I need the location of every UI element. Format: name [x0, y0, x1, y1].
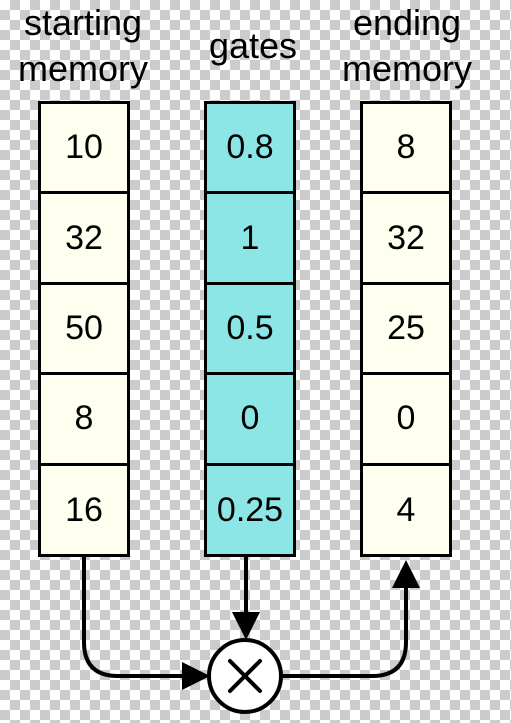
- operator-to-ending-arrow: [281, 588, 408, 678]
- gate-cell: 0.25: [216, 491, 284, 530]
- starting-memory-cell: 50: [41, 285, 127, 376]
- starting-to-operator-arrow: [82, 557, 190, 678]
- starting-arrowhead-icon: [182, 662, 210, 690]
- ending-memory-cell: 25: [363, 285, 449, 376]
- starting-memory-cell: 8: [41, 375, 127, 466]
- ending-arrowhead-icon: [392, 560, 420, 588]
- ending-memory-cell: 4: [396, 491, 416, 530]
- gate-cell: 0.8: [207, 104, 293, 195]
- gates-column: 0.8 1 0.5 0 0.25: [204, 101, 296, 557]
- gate-cell: 0: [207, 375, 293, 466]
- ending-memory-cell: 32: [363, 194, 449, 285]
- starting-memory-column: 10 32 50 8 16: [38, 101, 130, 557]
- ending-memory-cell: 8: [363, 104, 449, 195]
- gates-arrowhead-icon: [232, 612, 260, 640]
- starting-memory-cell: 32: [41, 194, 127, 285]
- gate-cell: 0.5: [207, 285, 293, 376]
- ending-memory-column: 8 32 25 0 4: [360, 101, 452, 557]
- ending-memory-cell: 0: [363, 375, 449, 466]
- multiply-icon: [228, 659, 262, 693]
- ending-memory-title: ending memory: [341, 2, 472, 89]
- starting-memory-cell: 16: [65, 491, 103, 530]
- gates-title: gates: [208, 25, 298, 66]
- gate-cell: 1: [207, 194, 293, 285]
- starting-memory-cell: 10: [41, 104, 127, 195]
- starting-memory-title: starting memory: [17, 2, 148, 89]
